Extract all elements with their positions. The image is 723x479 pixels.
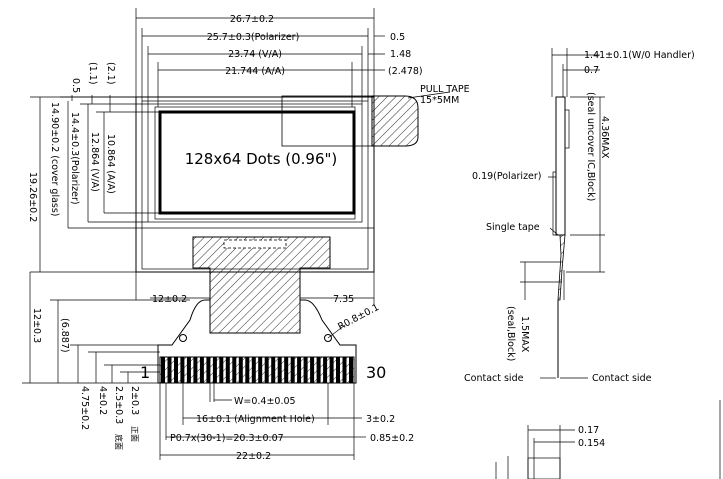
contact-pin [193, 357, 198, 383]
side-seal-uncover: (seal uncover IC,Block) [585, 92, 596, 201]
contact-pin [277, 357, 282, 383]
contact-pin [342, 357, 347, 383]
contact-pin [316, 357, 321, 383]
contact-pin [290, 357, 295, 383]
side-thickness-dim: 1.41±0.1(W/0 Handler) [584, 50, 695, 61]
fpc-neck [192, 236, 331, 334]
side-view [520, 48, 605, 379]
fpc-height-2: 2±0.3 [129, 386, 140, 415]
va-height-dim: 12.864 (V/A) [89, 132, 100, 192]
contact-pin [284, 357, 289, 383]
contact-pin [199, 357, 204, 383]
pin-width-dim: W=0.4±0.05 [234, 396, 296, 407]
fpc-height-6887: (6.887) [59, 318, 70, 353]
left-dim-05: 0.5 [70, 78, 81, 93]
pull-tape-label-2: 15*5MM [420, 95, 459, 106]
contact-pin [329, 357, 334, 383]
contact-pin [225, 357, 230, 383]
pin-first-label: 1 [140, 363, 150, 382]
overall-width-dim: 26.7±0.2 [230, 14, 274, 25]
top-dimension-lines [135, 8, 385, 107]
contact-pin [232, 357, 237, 383]
aa-height-dim: 10.864 (A/A) [105, 134, 116, 194]
left-dim-11: (1.1) [87, 62, 98, 85]
right-offset-148: 1.48 [390, 49, 411, 60]
contact-pin [303, 357, 308, 383]
contact-pin [161, 357, 165, 383]
contact-pin [297, 357, 302, 383]
fpc-height-25: 2.5±0.3 [113, 386, 124, 424]
pin-strip [159, 356, 355, 384]
pitch-dim: P0.7x(30-1)=20.3±0.07 [170, 433, 284, 444]
contact-pin [323, 357, 328, 383]
cover-glass-height-dim: 14.90±0.2 (cover glass) [49, 102, 60, 217]
fpc-width-22: 22±0.2 [236, 451, 271, 462]
pin-last-label: 30 [366, 363, 386, 382]
side-polarizer-dim: 0.19(Polarizer) [472, 171, 542, 182]
polarizer-width-dim: 25.7±0.3(Polarizer) [207, 32, 300, 43]
va-width-dim: 23.74 (V/A) [228, 49, 282, 60]
side-seal-block: (seal,Block) [505, 306, 516, 361]
overall-height-dim: 19.26±0.2 [27, 172, 38, 222]
fpc-dim-3: 3±0.2 [366, 414, 395, 425]
contact-pin [238, 357, 243, 383]
contact-pin [336, 357, 340, 383]
contact-pin [251, 357, 256, 383]
active-area [158, 110, 356, 215]
contact-pin [310, 357, 315, 383]
fpc-height-4: 4±0.2 [97, 386, 108, 415]
fpc-height-12: 12±0.3 [31, 308, 42, 343]
fpc-radius-dim: R0.8±0.1 [336, 302, 381, 333]
fpc-dim-12: 12±0.2 [152, 294, 187, 305]
contact-pin [219, 357, 224, 383]
fpc-dimension-lines [22, 272, 375, 460]
contact-pin [174, 357, 178, 383]
back-side-label: 底面 [114, 434, 124, 450]
contact-pin [245, 357, 250, 383]
display-label: 128x64 Dots (0.96") [185, 150, 338, 168]
detail-dim-0154: 0.154 [578, 438, 605, 449]
contact-pin [206, 357, 211, 383]
alignment-hole-left [179, 334, 187, 342]
contact-pin [264, 357, 269, 383]
pull-tape-label-1: PULL TAPE [420, 84, 470, 95]
single-tape-label: Single tape [486, 222, 540, 233]
contact-pin [271, 357, 276, 383]
contact-pin [167, 357, 172, 383]
contact-side-left: Contact side [464, 373, 524, 384]
right-offset-2478: (2.478) [388, 66, 423, 77]
detail-dim-017: 0.17 [578, 425, 599, 436]
right-offset-05: 0.5 [390, 32, 405, 43]
side-dim-07: 0.7 [584, 65, 599, 76]
contact-pin [349, 357, 353, 383]
fpc-dim-735: 7.35 [333, 294, 354, 305]
front-side-label: 正面 [130, 426, 139, 442]
side-15max: 1.5MAX [519, 316, 530, 353]
left-dimension-lines [30, 95, 160, 273]
detail-view [495, 400, 721, 479]
aa-width-dim: 21.744 (A/A) [225, 66, 285, 77]
left-dim-21: (2.1) [105, 62, 116, 85]
side-height-max: 4.36MAX [599, 116, 610, 159]
pull-tape [281, 91, 451, 147]
contact-pin [186, 357, 191, 383]
fpc-height-475: 4.75±0.2 [79, 386, 90, 430]
contact-pin [180, 357, 185, 383]
contact-pin [212, 357, 217, 383]
alignment-hole-dim: 16±0.1 (Alignment Hole) [196, 414, 315, 425]
contact-pin [258, 357, 263, 383]
polarizer-height-dim: 14.4±0.3(Polarizer) [69, 112, 80, 205]
contact-side-right: Contact side [592, 373, 652, 384]
fpc-dim-085: 0.85±0.2 [370, 433, 414, 444]
